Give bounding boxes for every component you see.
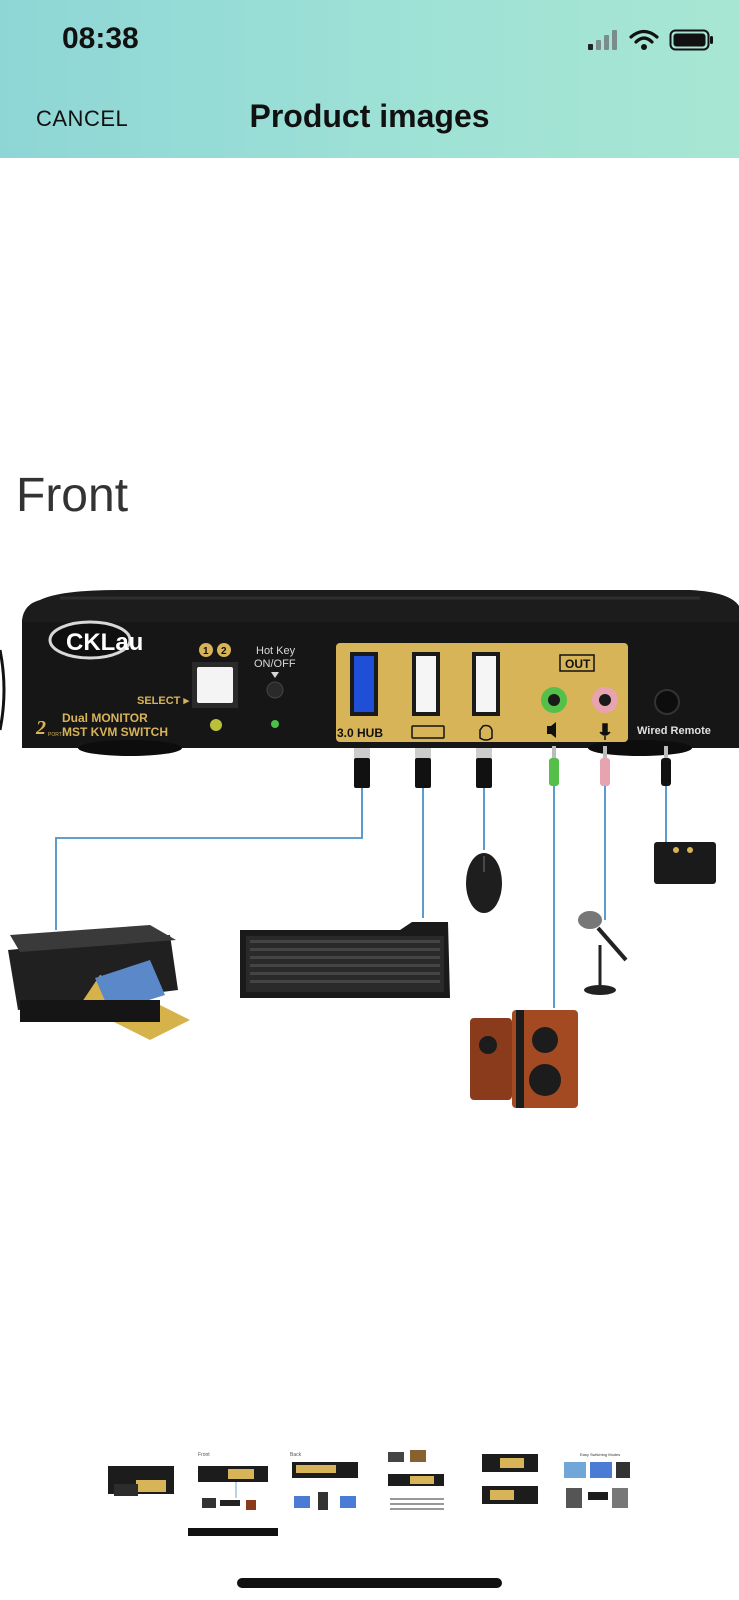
cables [55,785,667,1008]
speaker-icon [547,722,556,738]
status-icons [587,28,715,52]
hub-label: 3.0 HUB [337,726,383,740]
image-caption: Front [16,469,129,522]
thumbnail-2-caption: Front [198,1452,210,1458]
mouse-icon [479,724,493,741]
page-title: Product images [249,98,490,134]
thumbnail-3-caption: Back [290,1452,302,1458]
out-label: OUT [565,657,591,671]
wired-remote-image [654,842,716,884]
select-number-1: 1 [203,646,209,657]
keyboard-image [240,922,450,998]
hotkey-label-1: Hot Key [256,645,296,657]
keyboard-icon [411,725,445,739]
brand-text: CKLau [66,629,143,656]
top-bar: 08:38 CANCEL Product images [0,0,739,158]
battery-icon [669,29,713,51]
wired-remote-label: Wired Remote [637,725,711,737]
thumbnail-1[interactable] [106,1448,180,1516]
thumbnail-4[interactable] [380,1448,454,1516]
product-image: CKLau 2 PORT Dual MONITOR MST KVM SWITCH… [0,590,739,1108]
wifi-icon [629,29,659,50]
hotkey-label-2: ON/OFF [254,658,296,670]
kvm-switch-device: CKLau 2 PORT Dual MONITOR MST KVM SWITCH… [0,590,739,756]
thumbnail-3[interactable]: Back [288,1448,362,1516]
plugs [354,746,671,788]
mouse-image [466,853,502,913]
selected-thumbnail-indicator [188,1528,278,1536]
brand-logo [48,620,132,660]
status-time: 08:38 [62,22,139,55]
cancel-button[interactable]: CANCEL [36,106,129,131]
device-name-line-2: MST KVM SWITCH [62,725,168,739]
thumbnail-6[interactable]: Easy Switching Modes [560,1448,634,1516]
microphone-icon [599,723,611,740]
select-number-2: 2 [221,646,227,657]
microphone-image [578,911,628,995]
speakers-image [470,1010,578,1108]
thumbnail-2[interactable]: Front [196,1448,270,1516]
home-indicator[interactable] [237,1578,502,1588]
device-name-line-1: Dual MONITOR [62,711,148,725]
select-label: SELECT ▸ [137,695,189,707]
printer-image [8,925,190,1040]
port-count-text: 2 [35,717,46,739]
thumbnail-strip: Front Back [0,1440,739,1520]
cellular-signal-icon [588,30,617,50]
port-count-suffix-text: PORT [48,732,62,738]
product-image-viewer[interactable]: Front CKLau 2 PORT Dual MONITOR MST KVM … [0,158,739,1413]
thumbnail-6-caption: Easy Switching Modes [580,1452,620,1457]
thumbnail-5[interactable] [470,1448,544,1516]
